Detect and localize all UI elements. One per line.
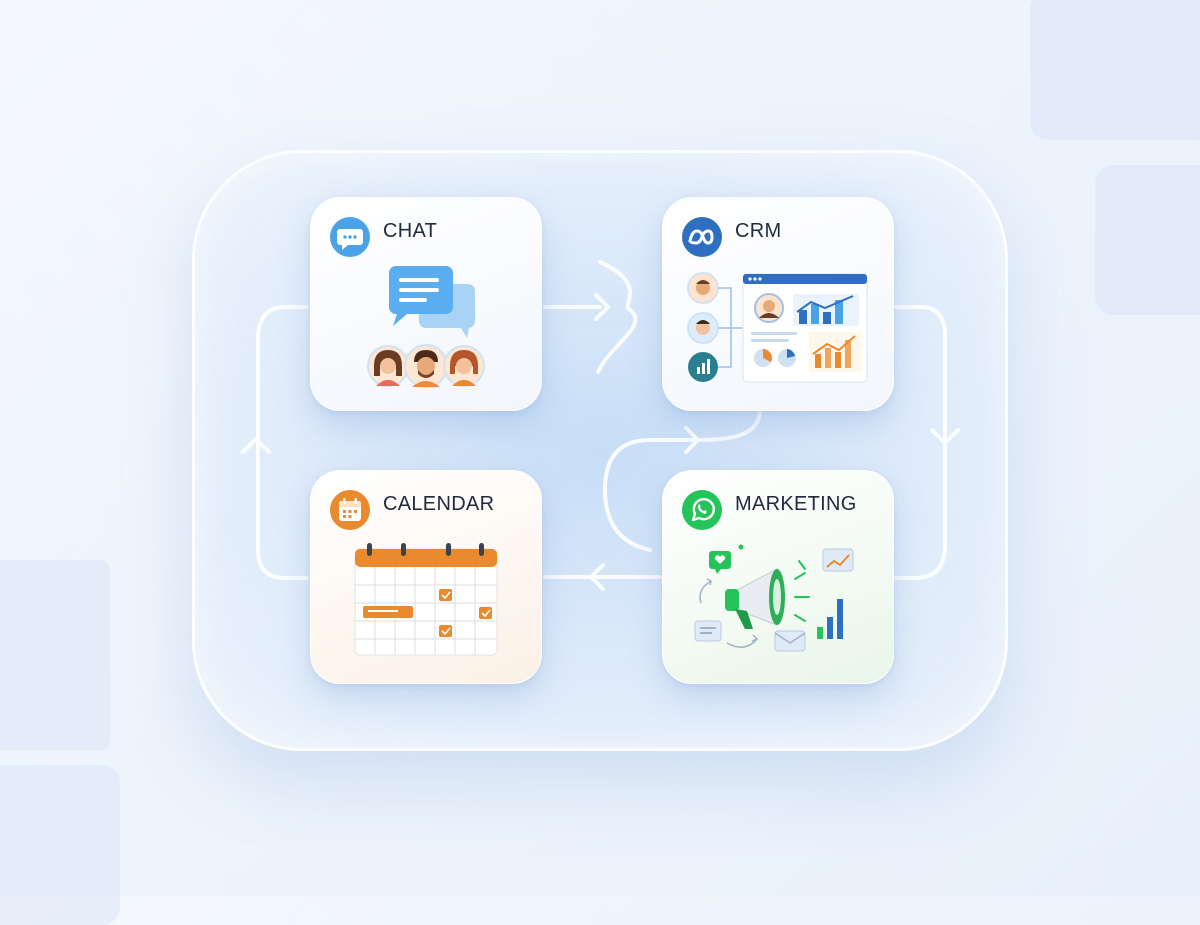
calendar-title: CALENDAR [383,493,495,515]
background-shape [1030,0,1200,140]
avatar-woman [443,345,485,387]
background-shape [1095,165,1200,315]
arrowhead-left-icon [589,563,605,591]
flow-squiggle [596,260,638,374]
calendar-icon [330,490,370,530]
marketing-card[interactable]: MARKETING [662,470,894,684]
message-icon [694,620,722,642]
flow-crm-curve [603,408,762,552]
contact-analytics-badge [688,352,718,382]
arrowhead-up-icon [241,437,271,454]
flow-calendar-to-chat [256,305,309,580]
calendar-grid-illustration [354,543,498,656]
marketing-megaphone-illustration [694,544,854,652]
crm-dashboard-illustration [687,272,868,383]
whatsapp-icon [682,490,722,530]
calendar-card[interactable]: CALENDAR [310,470,542,684]
chat-avatars-group [367,344,485,388]
arrowhead-down-icon [930,428,960,445]
flow-connectors [0,0,1200,896]
contact-avatar-1 [687,272,719,304]
marketing-title: MARKETING [735,493,857,515]
chat-card[interactable]: CHAT [310,197,542,411]
heart-chat-icon [709,551,731,574]
arrowhead-right-icon [684,426,700,454]
contact-avatar-2 [687,312,719,344]
flow-crm-to-marketing [891,305,947,580]
chat-title: CHAT [383,220,438,242]
megaphone-icon [725,568,785,629]
bar-chart-icon [817,599,843,639]
meta-logo-icon [682,217,722,257]
crm-title: CRM [735,220,782,242]
avatar-man [404,344,448,388]
envelope-icon [774,630,806,652]
crm-card[interactable]: CRM [662,197,894,411]
avatar-woman [367,345,409,387]
chat-bubble-icon [330,217,370,257]
trend-chart-icon [822,548,854,572]
chat-messages-illustration [389,266,475,338]
arrowhead-right-icon [594,293,610,321]
background-shape [0,560,110,750]
